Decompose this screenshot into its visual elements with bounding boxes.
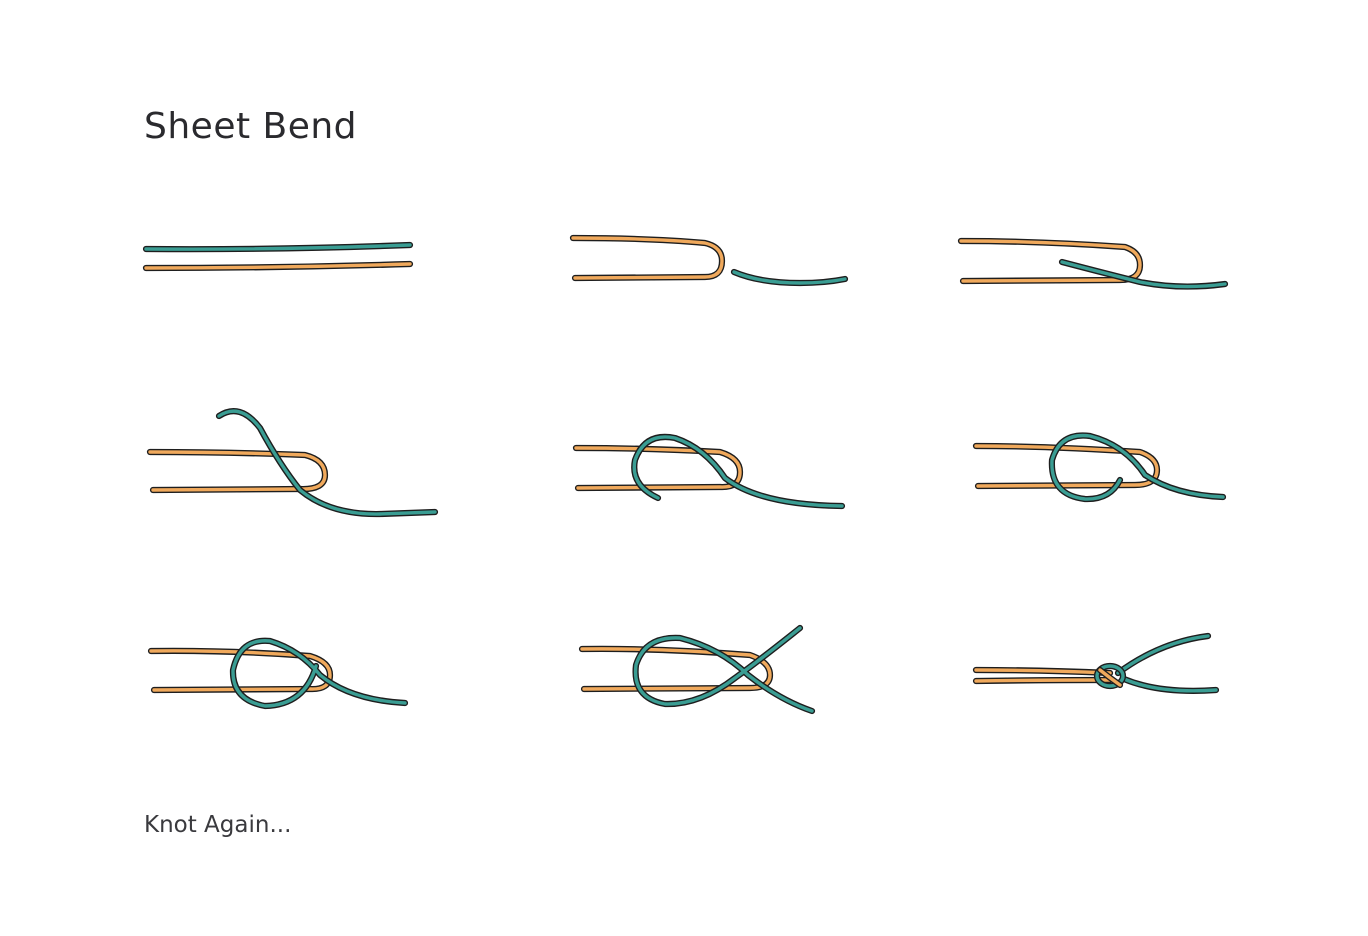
knot-step-5 — [572, 433, 846, 510]
footer-note: Knot Again... — [144, 812, 292, 838]
page-title: Sheet Bend — [144, 106, 358, 147]
knot-step-1 — [142, 241, 414, 272]
knot-step-4 — [146, 408, 439, 518]
knot-step-8 — [578, 624, 816, 715]
knot-step-3 — [957, 237, 1229, 290]
knot-step-9 — [972, 632, 1220, 694]
knot-step-2 — [569, 234, 849, 287]
knot-step-6 — [972, 432, 1227, 503]
knot-step-7 — [147, 637, 409, 710]
